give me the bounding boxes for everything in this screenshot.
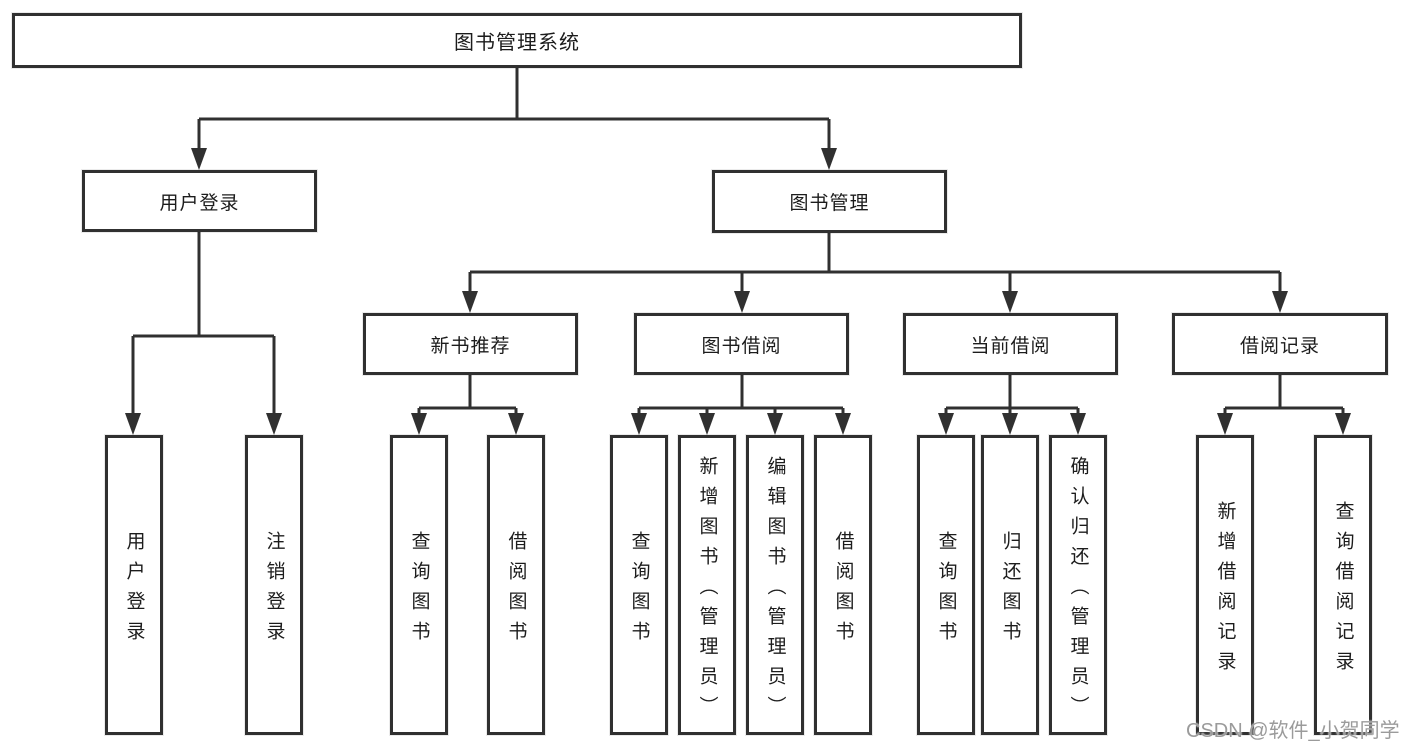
node-user-login-group-label: 用户登录 — [159, 192, 240, 214]
leaf-current-return-books: 归还图书 — [981, 435, 1039, 735]
node-book-management-group: 图书管理 — [712, 170, 947, 233]
arrowhead-icon — [631, 413, 647, 435]
arrowhead-icon — [411, 413, 427, 435]
leaf-logout-label: 注销登录 — [263, 530, 285, 651]
leaf-current-return-books-label: 归还图书 — [999, 530, 1021, 651]
leaf-logout: 注销登录 — [245, 435, 303, 735]
leaf-current-query-books-label: 查询图书 — [935, 530, 957, 651]
arrowhead-icon — [1335, 413, 1351, 435]
connector-borrow — [637, 375, 845, 431]
leaf-current-query-books: 查询图书 — [917, 435, 975, 735]
leaf-borrow-query-books-label: 查询图书 — [628, 530, 650, 651]
node-borrowing-records-label: 借阅记录 — [1239, 335, 1320, 357]
leaf-current-confirm-return-admin: 确认归还（管理员） — [1049, 435, 1107, 735]
leaf-records-add-label: 新增借阅记录 — [1214, 500, 1236, 681]
connector-current — [944, 375, 1080, 431]
arrowhead-icon — [699, 413, 715, 435]
leaf-borrow-add-books-admin-label: 新增图书（管理员） — [696, 455, 718, 726]
arrowhead-icon — [266, 413, 282, 435]
arrowhead-icon — [835, 413, 851, 435]
node-current-borrowing-label: 当前借阅 — [970, 335, 1051, 357]
node-new-book-recommendation: 新书推荐 — [363, 313, 578, 375]
leaf-rec-query-books-label: 查询图书 — [408, 530, 430, 651]
connector-root — [197, 68, 831, 166]
leaf-records-query: 查询借阅记录 — [1314, 435, 1372, 735]
connector-mgmt-group — [468, 233, 1282, 309]
arrowhead-icon — [734, 291, 750, 313]
arrowhead-icon — [462, 291, 478, 313]
arrowhead-icon — [938, 413, 954, 435]
leaf-borrow-add-books-admin: 新增图书（管理员） — [678, 435, 736, 735]
node-user-login-group: 用户登录 — [82, 170, 317, 232]
leaf-borrow-borrow-books-label: 借阅图书 — [832, 530, 854, 651]
csdn-watermark: CSDN @软件_小贺同学 — [1186, 720, 1400, 742]
leaf-borrow-edit-books-admin: 编辑图书（管理员） — [746, 435, 804, 735]
arrowhead-icon — [1002, 291, 1018, 313]
arrowhead-icon — [191, 148, 207, 170]
leaf-user-login: 用户登录 — [105, 435, 163, 735]
leaf-records-query-label: 查询借阅记录 — [1332, 500, 1354, 681]
leaf-borrow-borrow-books: 借阅图书 — [814, 435, 872, 735]
arrowhead-icon — [821, 148, 837, 170]
node-borrowing-records: 借阅记录 — [1172, 313, 1388, 375]
arrowhead-icon — [767, 413, 783, 435]
leaf-current-confirm-return-admin-label: 确认归还（管理员） — [1067, 455, 1089, 726]
node-new-book-recommendation-label: 新书推荐 — [430, 335, 511, 357]
leaf-borrow-query-books: 查询图书 — [610, 435, 668, 735]
arrowhead-icon — [508, 413, 524, 435]
node-book-borrowing-label: 图书借阅 — [701, 335, 782, 357]
leaf-borrow-edit-books-admin-label: 编辑图书（管理员） — [764, 455, 786, 726]
node-root-label: 图书管理系统 — [454, 32, 580, 54]
arrowhead-icon — [1070, 413, 1086, 435]
arrowhead-icon — [125, 413, 141, 435]
node-book-borrowing: 图书借阅 — [634, 313, 849, 375]
leaf-user-login-label: 用户登录 — [123, 530, 145, 651]
leaf-records-add: 新增借阅记录 — [1196, 435, 1254, 735]
connector-user-group — [131, 232, 276, 431]
arrowhead-icon — [1217, 413, 1233, 435]
arrowhead-icon — [1272, 291, 1288, 313]
node-root-system: 图书管理系统 — [12, 13, 1022, 68]
arrowhead-icon — [1002, 413, 1018, 435]
leaf-rec-borrow-books-label: 借阅图书 — [505, 530, 527, 651]
node-book-management-group-label: 图书管理 — [789, 193, 870, 214]
connector-records — [1223, 375, 1345, 431]
leaf-rec-borrow-books: 借阅图书 — [487, 435, 545, 735]
connector-rec — [417, 375, 518, 431]
node-current-borrowing: 当前借阅 — [903, 313, 1118, 375]
leaf-rec-query-books: 查询图书 — [390, 435, 448, 735]
